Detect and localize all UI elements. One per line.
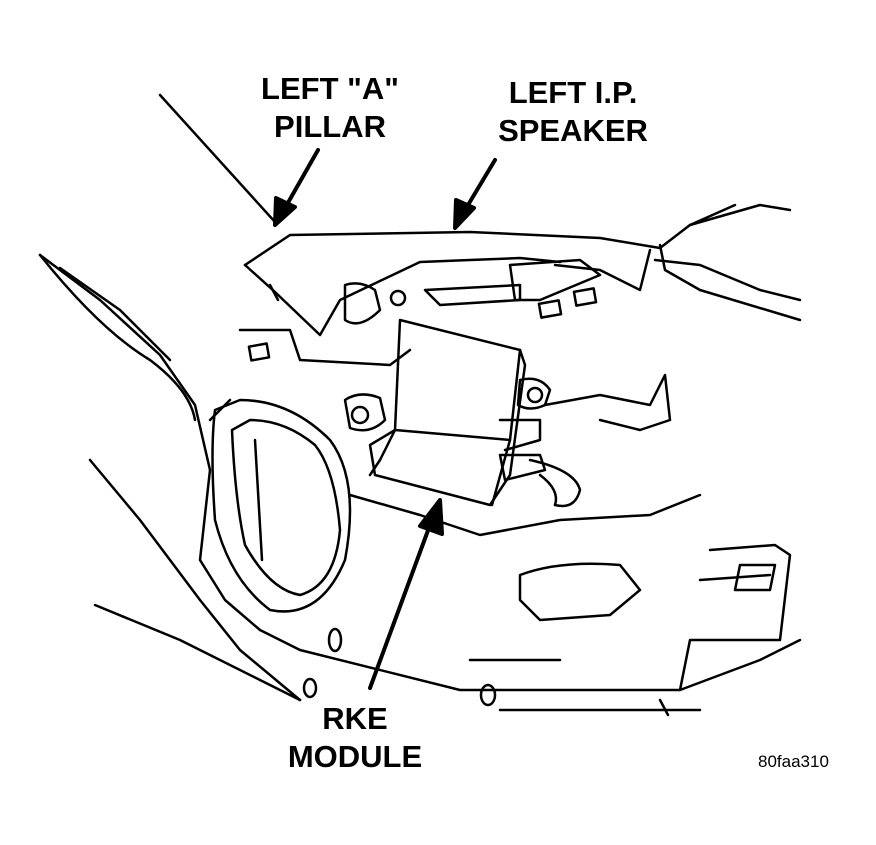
label-rke-module: RKE MODULE [260,700,450,776]
rke-module [343,289,552,507]
lower-dash-structure [88,458,802,717]
air-duct [208,398,352,613]
label-left-a-pillar: LEFT "A" PILLAR [230,70,430,146]
label-rke-module-line2: MODULE [287,739,423,774]
leader-arrows [273,148,497,690]
rke-module-arrow [368,523,432,690]
label-left-a-pillar-line2: PILLAR [274,109,386,144]
label-rke-module-line1: RKE [322,701,388,736]
wire-connector [498,453,582,508]
a-pillar-trim [38,93,302,652]
label-left-ip-speaker-line1: LEFT I.P. [508,75,638,110]
label-left-ip-speaker-line2: SPEAKER [498,113,648,148]
ip-speaker-arrow [463,158,497,212]
upper-dash-cowl [243,203,802,337]
mounting-bracket [498,373,672,452]
label-left-a-pillar-line1: LEFT "A" [261,71,399,106]
a-pillar-arrow [283,148,320,210]
label-left-ip-speaker: LEFT I.P. SPEAKER [468,74,678,150]
ip-speaker-frame [238,258,602,367]
figure-id: 80faa310 [758,752,829,771]
